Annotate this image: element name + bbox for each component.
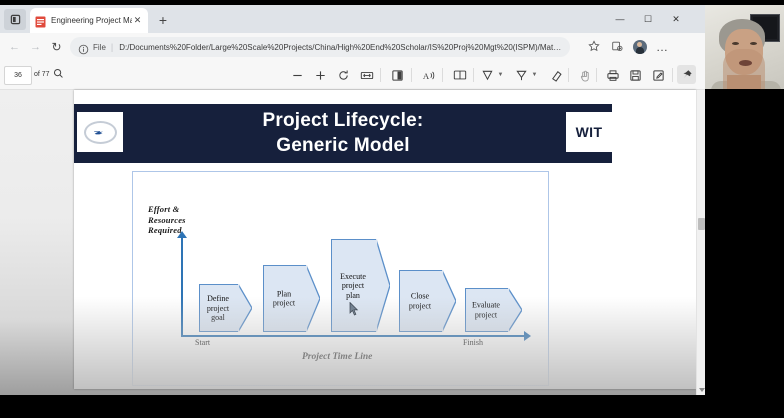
url-scheme-label: File: [93, 42, 106, 52]
reload-button[interactable]: ↻: [51, 40, 62, 54]
stage-chevron-execute-project-plan: Execute project plan: [331, 239, 390, 332]
presenter-eye-right: [750, 42, 757, 45]
print-icon[interactable]: [603, 66, 622, 84]
url-separator: |: [110, 42, 114, 52]
stage-label: Close project: [408, 291, 432, 311]
zoom-out-icon[interactable]: [288, 66, 307, 84]
vertical-scrollbar[interactable]: [696, 90, 706, 395]
zoom-in-icon[interactable]: [311, 66, 330, 84]
x-axis-arrow-icon: [524, 331, 531, 341]
slide-title-line1: Project Lifecycle:: [262, 110, 424, 131]
window-maximize-button[interactable]: ☐: [643, 14, 653, 24]
university-crest-logo: [77, 112, 123, 152]
info-circle-icon[interactable]: [78, 42, 89, 54]
y-axis-arrow-icon: [177, 231, 187, 238]
tab-close-icon[interactable]: ✕: [133, 15, 142, 25]
new-tab-button[interactable]: +: [158, 12, 168, 28]
pdf-file-icon: [35, 15, 46, 27]
magnifier-icon[interactable]: [50, 66, 67, 83]
forward-button[interactable]: →: [30, 41, 41, 53]
y-axis-label: Effort & Resources Required: [148, 204, 214, 236]
read-aloud-icon[interactable]: A: [419, 66, 438, 84]
presenter-mouth: [739, 60, 752, 66]
scroll-down-arrow-icon[interactable]: [699, 388, 705, 392]
pdf-toolbar: 36 of 77 A: [0, 61, 706, 90]
mouse-cursor: [349, 301, 359, 316]
rotate-icon[interactable]: [334, 66, 353, 84]
stage-label: Define project goal: [206, 293, 230, 322]
profile-avatar[interactable]: [630, 38, 649, 57]
x-axis-start-label: Start: [195, 338, 211, 347]
edit-icon[interactable]: [649, 66, 668, 84]
letterbox-top: [0, 0, 706, 5]
page-number-input[interactable]: 36: [4, 66, 32, 85]
url-text: D:/Documents%20Folder/Large%20Scale%20Pr…: [119, 42, 562, 52]
letterbox-right: [705, 89, 784, 418]
y-axis-line: [181, 237, 183, 337]
save-icon[interactable]: [626, 66, 645, 84]
x-axis-finish-label: Finish: [463, 338, 484, 347]
stage-chevron-evaluate-project: Evaluate project: [465, 288, 522, 332]
letterbox-bottom: [0, 395, 784, 418]
draw-icon[interactable]: [478, 66, 497, 84]
star-icon[interactable]: [584, 38, 603, 57]
pdf-viewer[interactable]: Project Lifecycle: Generic Model WIT Eff…: [0, 90, 706, 395]
browser-tab[interactable]: Engineering Project Managemen ✕: [30, 8, 148, 33]
x-axis-line: [181, 335, 526, 337]
slide-title-line2: Generic Model: [276, 135, 410, 156]
x-axis-label: Project Time Line: [302, 352, 373, 362]
y-axis-label-line2: Resources: [148, 214, 186, 225]
hand-tool-icon[interactable]: [575, 66, 594, 84]
stage-label: Plan project: [272, 289, 296, 308]
address-bar[interactable]: File | D:/Documents%20Folder/Large%20Sca…: [70, 37, 570, 57]
stage-chevron-close-project: Close project: [399, 270, 456, 332]
webcam-video-tile[interactable]: [705, 5, 784, 89]
slide-title: Project Lifecycle: Generic Model: [74, 108, 612, 158]
window-close-button[interactable]: ✕: [672, 14, 680, 24]
pin-icon[interactable]: [677, 65, 696, 84]
y-axis-label-line3: Required: [148, 225, 182, 235]
presenter-eye-left: [732, 42, 739, 45]
lifecycle-diagram: Effort & Resources Required: [132, 171, 549, 386]
navigation-bar: ← → ↻ File | D:/Documents%20Folder/Large…: [0, 33, 706, 61]
draw-dropdown-chevron-down-icon[interactable]: ▼: [497, 72, 504, 78]
tab-title: Engineering Project Managemen: [51, 15, 132, 25]
two-page-view-icon[interactable]: [450, 66, 469, 84]
highlight-dropdown-chevron-down-icon[interactable]: ▼: [531, 72, 538, 78]
stage-label: Execute project plan: [340, 271, 366, 300]
back-button[interactable]: ←: [9, 41, 20, 53]
erase-icon[interactable]: [546, 66, 565, 84]
tab-strip: Engineering Project Managemen ✕ + — ☐ ✕: [0, 5, 706, 33]
stage-chevron-plan-project: Plan project: [263, 265, 320, 332]
browser-window: Engineering Project Managemen ✕ + — ☐ ✕ …: [0, 5, 706, 395]
svg-text:A: A: [422, 71, 429, 81]
browser-more-menu[interactable]: …: [656, 40, 669, 54]
stage-label: Evaluate project: [472, 300, 500, 320]
window-minimize-button[interactable]: —: [615, 14, 625, 24]
y-axis-label-line1: Effort &: [148, 204, 180, 214]
collections-icon[interactable]: [607, 38, 626, 57]
tab-actions-icon[interactable]: [4, 9, 26, 30]
fit-page-icon[interactable]: [357, 66, 376, 84]
scrollbar-thumb[interactable]: [698, 218, 705, 230]
page-view-icon[interactable]: [388, 66, 407, 84]
highlight-icon[interactable]: [512, 66, 531, 84]
slide-header-banner: Project Lifecycle: Generic Model WIT: [74, 104, 612, 163]
stage-chevron-define-project-goal: Define project goal: [199, 284, 252, 332]
brand-logo-wit: WIT: [566, 112, 612, 152]
page-count-label: of 77: [34, 71, 50, 78]
brand-label: WIT: [575, 124, 603, 140]
pdf-page: Project Lifecycle: Generic Model WIT Eff…: [74, 90, 696, 389]
